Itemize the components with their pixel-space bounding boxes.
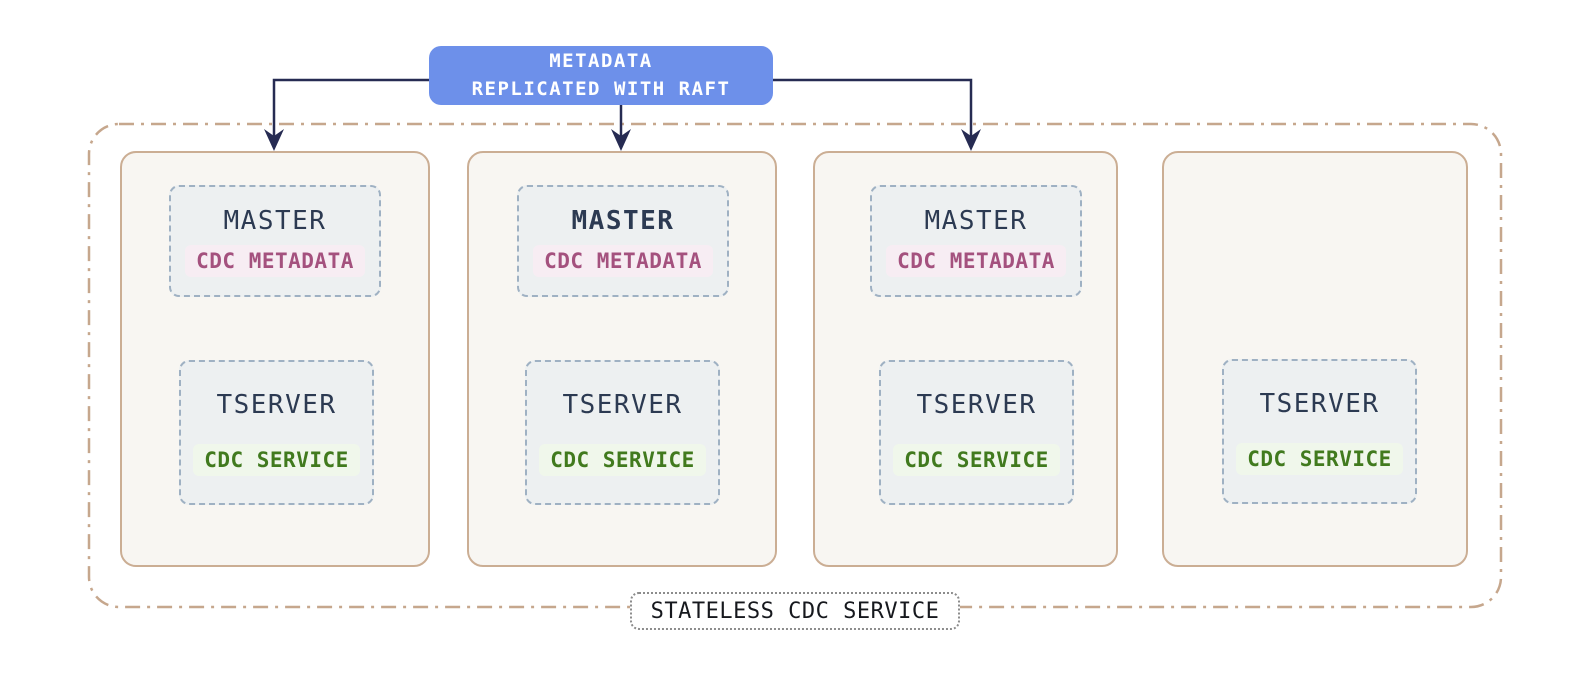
master-title: MASTER	[924, 205, 1028, 236]
db-node-1: MASTER CDC METADATA TSERVER CDC SERVICE	[120, 151, 430, 567]
stateless-cdc-service-label: STATELESS CDC SERVICE	[630, 592, 960, 630]
tserver-box-4: TSERVER CDC SERVICE	[1222, 359, 1417, 504]
cdc-service-badge: CDC SERVICE	[893, 443, 1060, 476]
raft-arrow-right-head-icon	[961, 129, 981, 151]
cdc-metadata-badge: CDC METADATA	[886, 244, 1066, 277]
master-box-1: MASTER CDC METADATA	[169, 185, 381, 297]
master-title: MASTER	[223, 205, 327, 236]
tserver-title: TSERVER	[916, 389, 1037, 420]
raft-arrow-left-line	[272, 78, 429, 137]
tserver-title: TSERVER	[562, 389, 683, 420]
db-node-4: TSERVER CDC SERVICE	[1162, 151, 1468, 567]
raft-metadata-banner: METADATA REPLICATED WITH RAFT	[429, 46, 773, 105]
raft-arrow-right-line	[773, 78, 973, 137]
raft-arrow-middle-head-icon	[611, 129, 631, 151]
cdc-metadata-badge: CDC METADATA	[185, 244, 365, 277]
tserver-title: TSERVER	[216, 389, 337, 420]
master-title: MASTER	[571, 205, 675, 236]
cdc-service-badge: CDC SERVICE	[193, 443, 360, 476]
raft-banner-line1: METADATA	[549, 49, 653, 72]
cdc-service-badge: CDC SERVICE	[1236, 442, 1403, 475]
stateless-cdc-service-text: STATELESS CDC SERVICE	[650, 598, 940, 624]
db-node-3: MASTER CDC METADATA TSERVER CDC SERVICE	[813, 151, 1118, 567]
master-box-3: MASTER CDC METADATA	[870, 185, 1082, 297]
db-node-2: MASTER CDC METADATA TSERVER CDC SERVICE	[467, 151, 777, 567]
master-box-2: MASTER CDC METADATA	[517, 185, 729, 297]
tserver-box-1: TSERVER CDC SERVICE	[179, 360, 374, 505]
tserver-box-3: TSERVER CDC SERVICE	[879, 360, 1074, 505]
raft-arrow-left-head-icon	[264, 129, 284, 151]
tserver-box-2: TSERVER CDC SERVICE	[525, 360, 720, 505]
cdc-metadata-badge: CDC METADATA	[533, 244, 713, 277]
tserver-title: TSERVER	[1259, 388, 1380, 419]
raft-banner-line2: REPLICATED WITH RAFT	[471, 77, 731, 100]
cdc-service-badge: CDC SERVICE	[539, 443, 706, 476]
